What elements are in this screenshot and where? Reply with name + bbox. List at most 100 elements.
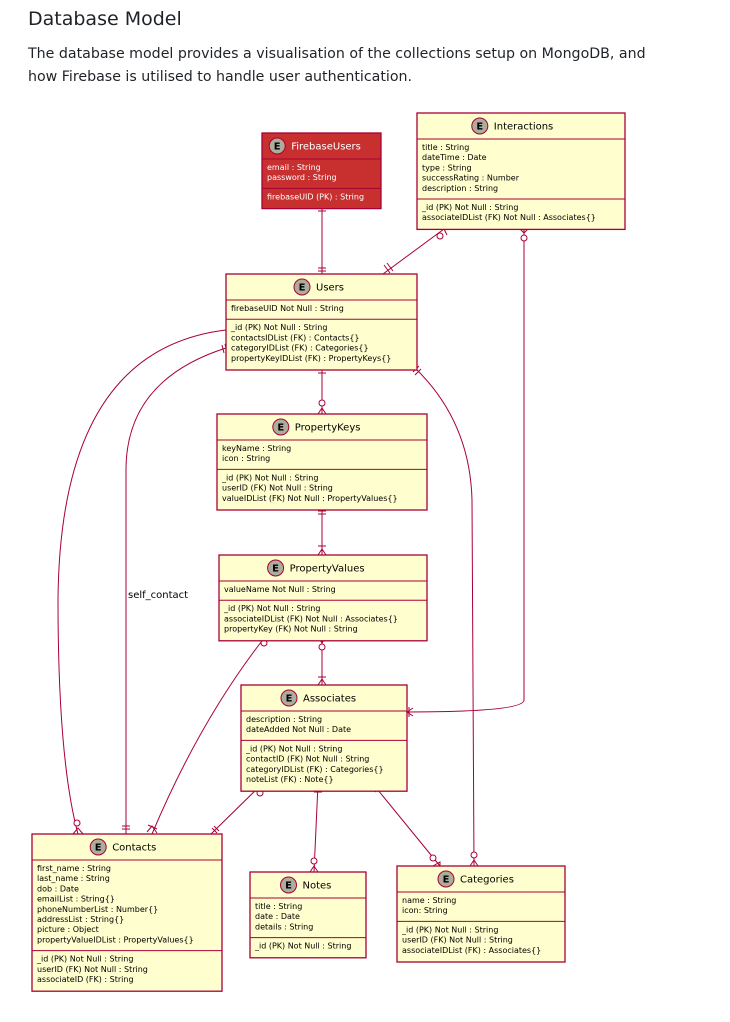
entity-key: contactsIDList (FK) : Contacts{} xyxy=(231,333,360,342)
rel-users-categories xyxy=(412,365,475,867)
entity-key: firebaseUID (PK) : String xyxy=(267,192,364,201)
entity-icon xyxy=(293,278,311,296)
rel-marker xyxy=(317,510,327,556)
entity-key: associateIDList (FK) Not Null : Associat… xyxy=(422,213,596,222)
entity-field: title : String xyxy=(422,143,469,152)
entity-box xyxy=(396,865,566,963)
entity-field: icon : String xyxy=(222,454,270,463)
entity-box xyxy=(218,554,428,642)
entity-key: categoryIDList (FK) : Categories{} xyxy=(246,765,384,774)
rel-marker xyxy=(72,325,233,835)
entity-box xyxy=(249,871,367,959)
entity-key: valueIDList (FK) Not Null : PropertyValu… xyxy=(222,494,398,503)
entity-box xyxy=(216,413,428,511)
entity-field: date : Date xyxy=(255,912,300,921)
entity-icon xyxy=(272,418,290,436)
rel-marker xyxy=(520,234,528,242)
entity-key: userID (FK) Not Null : String xyxy=(402,936,513,945)
entity-field: dateAdded Not Null : Date xyxy=(246,725,351,734)
entity-field: firebaseUID Not Null : String xyxy=(231,304,344,313)
entity-field: keyName : String xyxy=(222,444,291,453)
entity-users: E Users firebaseUID Not Null : String _id (… xyxy=(225,273,418,371)
entity-field: name : String xyxy=(402,896,456,905)
entity-key: noteList (FK) : Note{} xyxy=(246,775,334,784)
entity-key: _id (PK) Not Null : String xyxy=(230,323,327,332)
entity-key: propertyKey (FK) Not Null : String xyxy=(224,625,358,634)
entity-field: last_name : String xyxy=(37,874,110,883)
entity-key: associateID (FK) : String xyxy=(37,975,134,984)
rel-marker xyxy=(310,857,318,865)
entity-name: Contacts xyxy=(112,843,156,854)
entity-name: Notes xyxy=(303,881,332,892)
rel-propertyvalues-contacts xyxy=(151,636,266,835)
entity-icon xyxy=(267,559,285,577)
entity-key: userID (FK) Not Null : String xyxy=(222,484,333,493)
rel-interactions-associates xyxy=(406,229,525,713)
entity-icon-letter: E xyxy=(285,881,292,892)
rel-users-contacts xyxy=(57,329,227,835)
page-title: Database Model xyxy=(28,8,182,30)
entity-box xyxy=(416,112,626,231)
entity-icon-letter: E xyxy=(286,694,293,705)
intro-paragraph: The database model provides a visualisat… xyxy=(28,46,646,85)
rel-self-contact xyxy=(125,347,227,834)
rel-marker xyxy=(429,854,437,862)
entity-field: emailList : String{} xyxy=(37,895,115,904)
entity-field: valueName Not Null : String xyxy=(224,585,336,594)
entity-icon xyxy=(280,876,297,894)
entity-name: Categories xyxy=(460,875,514,886)
entity-key: _id (PK) Not Null : String xyxy=(36,955,133,964)
entity-field: phoneNumberList : Number{} xyxy=(37,905,158,914)
entity-key: userID (FK) Not Null : String xyxy=(37,965,148,974)
rel-marker xyxy=(406,228,529,717)
entity-field: picture : Object xyxy=(37,925,99,934)
rel-associates-notes xyxy=(313,783,319,873)
entity-name: Associates xyxy=(303,694,356,705)
entity-icon xyxy=(268,137,286,155)
rel-marker xyxy=(436,232,444,240)
rel-marker xyxy=(470,851,478,859)
entity-key: categoryIDList (FK) : Categories{} xyxy=(231,344,369,353)
entity-field: email : String xyxy=(267,163,321,172)
entity-icon-letter: E xyxy=(272,564,279,575)
entity-field: icon: String xyxy=(402,906,448,915)
rel-marker xyxy=(73,819,81,827)
rel-associates-categories xyxy=(372,783,441,867)
entity-name: PropertyValues xyxy=(290,564,365,575)
entity-key: _id (PK) Not Null : String xyxy=(245,744,342,753)
entity-icon-letter: E xyxy=(443,875,450,886)
entity-field: dob : Date xyxy=(37,884,79,893)
entity-field: dateTime : Date xyxy=(422,153,487,162)
entity-icon-letter: E xyxy=(277,423,284,434)
entity-icon-letter: E xyxy=(274,142,281,153)
entity-field: successRating : Number xyxy=(422,174,520,183)
entity-box xyxy=(240,684,408,792)
rel-marker xyxy=(366,783,441,867)
entity-field: password : String xyxy=(267,173,337,182)
entity-field: type : String xyxy=(422,163,472,172)
entity-icon-letter: E xyxy=(299,283,306,294)
entity-key: contactID (FK) Not Null : String xyxy=(246,755,369,764)
relationship-label-self-contact: self_contact xyxy=(128,590,188,601)
entity-key: _id (PK) Not Null : String xyxy=(221,473,318,482)
rel-marker xyxy=(318,399,326,407)
rel-associates-contacts xyxy=(210,783,263,835)
entity-box xyxy=(225,273,418,371)
entity-field: propertyValueIDList : PropertyValues{} xyxy=(37,935,194,944)
entity-icon xyxy=(89,838,107,856)
entity-field: first_name : String xyxy=(37,864,111,873)
entity-name: Users xyxy=(316,283,344,294)
entity-field: details : String xyxy=(255,922,313,931)
entity-icon-letter: E xyxy=(476,122,483,133)
entity-key: associateIDList (FK) : Associates{} xyxy=(402,946,541,955)
entity-key: _id (PK) Not Null : String xyxy=(254,942,351,951)
